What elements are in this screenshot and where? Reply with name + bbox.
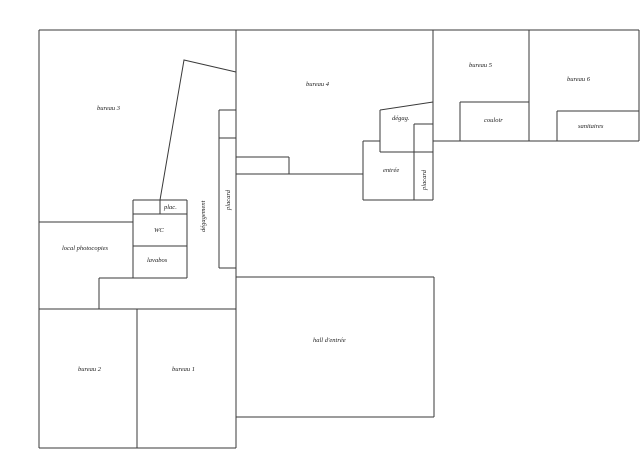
label-bureau-3: bureau 3 — [97, 105, 121, 112]
label-lavabos: lavabos — [147, 257, 168, 264]
label-hall-entree: hall d'entrée — [313, 337, 346, 344]
label-bureau-2: bureau 2 — [78, 366, 102, 373]
label-wc: WC — [154, 227, 164, 234]
label-plac: plac. — [163, 204, 177, 211]
label-entree: entrée — [383, 167, 399, 174]
label-couloir: couloir — [484, 117, 503, 124]
room-labels: bureau 3 bureau 4 bureau 5 bureau 6 loca… — [62, 62, 604, 373]
label-local-photocopies: local photocopies — [62, 245, 109, 252]
label-bureau-4: bureau 4 — [306, 81, 330, 88]
label-degag: dégag. — [392, 115, 410, 122]
label-sanitaires: sanitaires — [578, 123, 604, 130]
label-placard-right: placard — [421, 169, 428, 191]
label-degagement: dégagement — [200, 200, 207, 232]
label-bureau-1: bureau 1 — [172, 366, 195, 373]
label-bureau-6: bureau 6 — [567, 76, 591, 83]
walls — [38, 29, 640, 449]
label-placard-left: placard — [225, 189, 232, 211]
label-bureau-5: bureau 5 — [469, 62, 493, 69]
